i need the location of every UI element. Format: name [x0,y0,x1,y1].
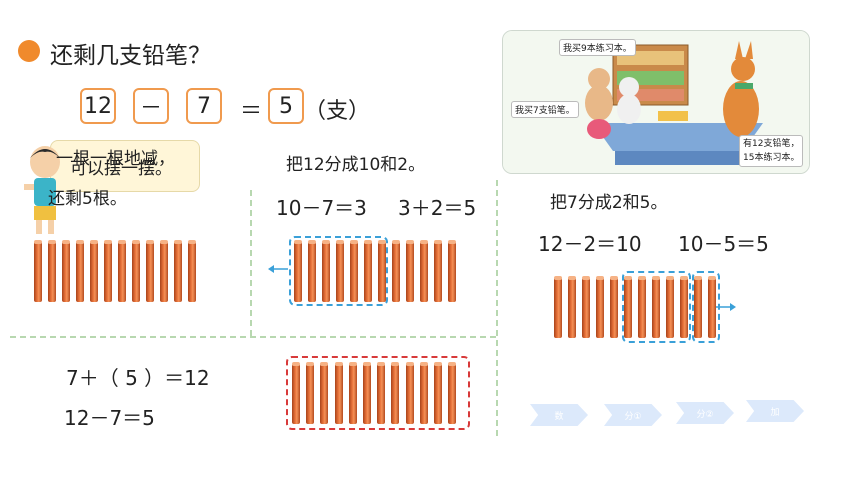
counting-stick [448,362,457,424]
sticks-group-4 [292,362,467,426]
nav-button-count[interactable]: 数 [530,404,588,426]
counting-stick [596,276,604,338]
counting-stick [448,240,456,302]
method3-calc2: 10－5＝5 [678,232,769,256]
counting-stick [363,362,371,424]
question-title: 还剩几支铅笔？ [50,43,211,69]
bullet-dot [18,40,40,62]
nav-button-add[interactable]: 加 [746,400,804,422]
counting-stick [76,240,84,302]
counting-stick [48,240,56,302]
speech-right-line2: 15本练习本。 [743,153,800,163]
counting-stick [405,362,414,424]
counting-stick [377,362,386,424]
divider-vertical-left [250,190,252,336]
counting-stick [62,240,70,302]
result-box[interactable]: 5 [268,88,304,124]
method2-split: 把12分成10和2。 [286,155,426,175]
counting-stick [568,276,576,338]
counting-stick [308,240,316,302]
counting-stick [680,276,688,338]
counting-stick [118,240,126,302]
counting-stick [406,240,414,302]
counting-stick [610,276,618,338]
counting-stick [104,240,112,302]
unit-label: （支） [304,99,371,124]
counting-stick [391,362,400,424]
sticks-group-2 [294,240,464,304]
counting-stick [638,276,646,338]
nav-button-split-1[interactable]: 分① [604,404,662,426]
method4-calc2: 12－7＝5 [64,406,155,430]
counting-stick [434,362,442,424]
method4-calc1: 7＋（ 5 ）＝12 [66,366,210,390]
counting-stick [694,276,702,338]
counting-stick [34,240,42,302]
counting-stick [336,240,344,302]
operator-box[interactable]: － [133,88,169,124]
counting-stick [292,362,300,424]
right-arrow-icon [714,303,736,311]
counting-stick [419,362,428,424]
counting-stick [434,240,442,302]
counting-stick [174,240,182,302]
speech-left-bottom: 我买7支铅笔。 [511,101,579,118]
counting-stick [652,276,660,338]
all-twelve-highlight [286,356,470,430]
minuend-box[interactable]: 12 [80,88,116,124]
counting-stick [582,276,590,338]
speech-right-line1: 有12支铅笔， [743,139,800,149]
group-of-five-highlight [622,271,691,343]
counting-stick [378,240,386,302]
method1-line1: 一根一根地减， [56,149,175,169]
method3-calc1: 12－2＝10 [538,232,642,256]
scene-drawing [503,31,809,173]
left-arrow-icon [268,265,288,273]
child-figure [24,146,60,234]
speech-bubble [50,140,200,192]
method1-line2: 还剩5根。 [48,189,127,209]
bubble-text: 可以摆一摆。 [70,159,172,179]
method2-calc1: 10－7＝3 [276,196,367,220]
speech-right: 有12支铅笔， 15本练习本。 [739,135,804,167]
counting-stick [624,276,632,338]
counting-stick [146,240,154,302]
counting-stick [554,276,562,338]
counting-stick [188,240,196,302]
counting-stick [666,276,674,338]
counting-stick [392,240,400,302]
counting-stick [708,276,716,338]
method3-split: 把7分成2和5。 [550,193,668,213]
divider-horizontal [10,336,496,338]
counting-stick [420,240,428,302]
group-of-ten-highlight [289,236,388,306]
counting-stick [348,362,357,424]
subtrahend-box[interactable]: 7 [186,88,222,124]
counting-stick [322,240,330,302]
counting-stick [294,240,302,302]
nav-button-split-2[interactable]: 分② [676,402,734,424]
speech-left-top: 我买9本练习本。 [559,39,636,56]
counting-stick [320,362,329,424]
sticks-group-1 [34,240,204,304]
shopping-scene-illustration: 我买9本练习本。 我买7支铅笔。 有12支铅笔， 15本练习本。 [502,30,810,174]
counting-stick [306,362,315,424]
counting-stick [364,240,372,302]
counting-stick [90,240,98,302]
counting-stick [160,240,168,302]
equals-sign: ＝ [240,99,263,124]
counting-stick [350,240,358,302]
method2-calc2: 3＋2＝5 [398,196,477,220]
counting-stick [334,362,343,424]
counting-stick [132,240,140,302]
divider-vertical-right [496,180,498,436]
sticks-group-3 [554,276,724,340]
